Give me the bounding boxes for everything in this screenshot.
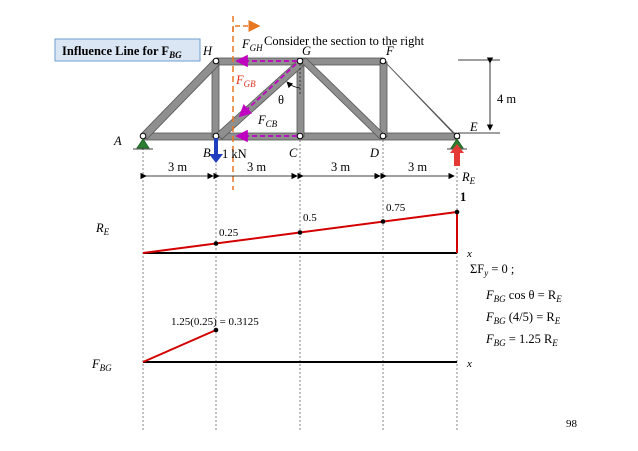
member-gb — [215, 60, 304, 140]
il-re-value-c: 0.5 — [303, 212, 317, 224]
reaction-label: RE — [461, 170, 476, 186]
force-label-fcb: FCB — [257, 113, 278, 129]
theta-label: θ — [278, 93, 284, 107]
vertical-guides — [142, 140, 458, 430]
equation-2: FBG cos θ = RE — [485, 288, 562, 304]
load-label: 1 kN — [222, 147, 247, 161]
span-label-4: 3 m — [408, 160, 427, 174]
il-re-point-c — [297, 230, 303, 235]
joint-g — [296, 57, 304, 65]
section-cut — [232, 16, 261, 190]
il-re-value-b: 0.25 — [219, 227, 239, 239]
section-note: Consider the section to the right — [264, 34, 425, 48]
joints — [139, 57, 461, 140]
il-fbg-axis-label: x — [466, 358, 472, 370]
reaction-arrow-icon — [450, 144, 464, 166]
force-label-fgb: FGB — [235, 73, 256, 89]
joint-a — [139, 132, 147, 140]
equation-3: FBG (4/5) = RE — [485, 310, 561, 326]
theta-indicator — [286, 64, 301, 95]
il-re-label: RE — [95, 221, 110, 237]
joint-e — [453, 132, 461, 140]
il-re-value-e: 1 — [460, 190, 466, 204]
member-gc — [296, 61, 305, 138]
joint-label-c: C — [289, 146, 298, 160]
span-label-3: 3 m — [331, 160, 350, 174]
page-number: 98 — [566, 418, 578, 430]
height-dimension — [458, 57, 500, 134]
joint-label-g: G — [302, 44, 311, 58]
il-re-point-e — [454, 209, 460, 215]
il-re-point-b — [213, 241, 219, 246]
il-re-diagram: 0.25 0.5 0.75 1 RE x — [95, 190, 472, 260]
joint-label-d: D — [369, 146, 379, 160]
joint-c — [296, 132, 304, 140]
member-fe — [382, 59, 461, 140]
il-re-axis-label: x — [466, 248, 472, 260]
title-text: Influence Line for FBG — [62, 44, 182, 60]
joint-label-h: H — [202, 44, 213, 58]
il-fbg-value-label: 1.25(0.25) = 0.3125 — [171, 316, 259, 328]
truss — [140, 57, 461, 141]
joint-b — [212, 132, 220, 140]
member-ah — [140, 59, 220, 140]
height-label: 4 m — [497, 92, 516, 106]
joint-d — [379, 132, 387, 140]
equation-4: FBG = 1.25 RE — [485, 332, 558, 348]
member-df — [379, 61, 388, 138]
joint-label-b: B — [203, 146, 211, 160]
joint-label-a: A — [113, 134, 122, 148]
force-label-fgh: FGH — [241, 37, 263, 53]
il-fbg-line — [142, 329, 217, 363]
span-label-2: 3 m — [247, 160, 266, 174]
joint-h — [212, 57, 220, 65]
force-fgb-arrow — [238, 63, 297, 118]
member-gd — [299, 57, 387, 140]
equation-1: ΣFy = 0 ; — [470, 262, 514, 278]
support-a-icon — [133, 138, 153, 150]
joint-label-e: E — [469, 120, 478, 134]
member-bh — [211, 61, 220, 138]
il-fbg-diagram: 1.25(0.25) = 0.3125 FBG x — [91, 316, 472, 373]
il-re-point-d — [380, 219, 386, 224]
equations: ΣFy = 0 ; FBG cos θ = RE FBG (4/5) = RE … — [470, 262, 562, 348]
force-arrows — [235, 54, 297, 143]
il-fbg-label: FBG — [91, 357, 112, 373]
span-label-1: 3 m — [168, 160, 187, 174]
title-box: Influence Line for FBG — [54, 38, 201, 62]
joint-f — [379, 57, 387, 65]
il-fbg-point-b — [213, 327, 219, 333]
joint-label-f: F — [385, 44, 394, 58]
il-re-value-d: 0.75 — [386, 202, 406, 214]
unit-load-arrow-icon — [209, 138, 223, 163]
